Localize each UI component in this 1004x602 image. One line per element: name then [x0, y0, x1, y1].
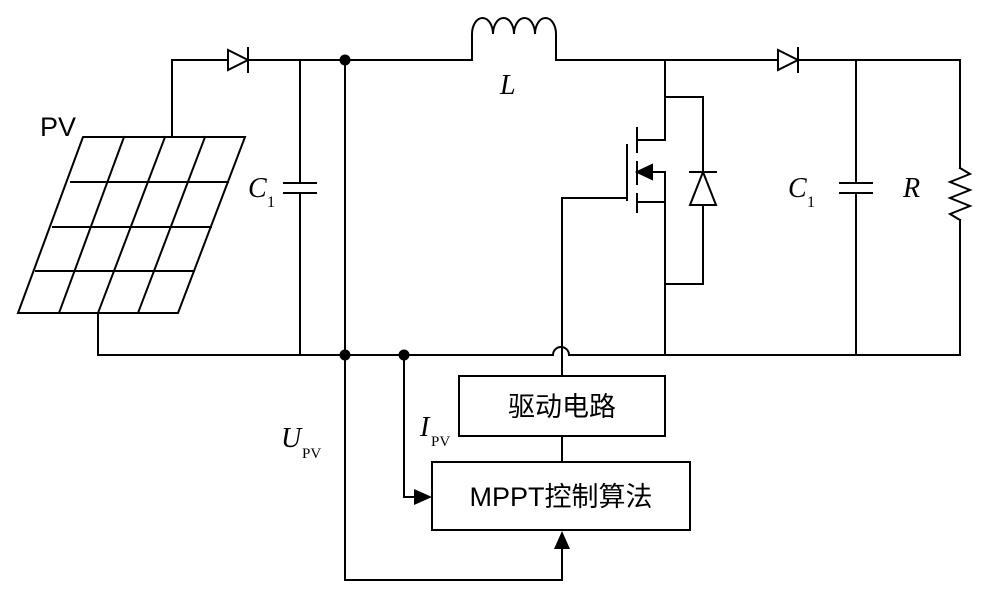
junction-dot-bottom-right — [398, 349, 410, 361]
pv-label: PV — [40, 112, 76, 142]
driver-block-label: 驱动电路 — [508, 392, 616, 422]
output-capacitor-label: C — [788, 173, 807, 204]
current-label-subscript: PV — [431, 434, 450, 450]
inductor-label: L — [499, 70, 516, 101]
mppt-block-label: MPPT控制算法 — [469, 482, 652, 512]
input-capacitor-icon — [283, 59, 317, 356]
mppt-block — [431, 461, 691, 531]
voltage-label: U — [281, 423, 303, 454]
current-sense-arrow-icon — [414, 489, 432, 505]
output-capacitor-icon — [839, 59, 873, 356]
input-diode-icon — [227, 47, 251, 73]
bottom-rail — [97, 346, 961, 356]
voltage-sense-arrow-icon — [554, 531, 570, 549]
junction-dot-top — [339, 54, 351, 66]
junction-dot-bottom-left — [339, 349, 351, 361]
resistor-label: R — [902, 173, 920, 204]
output-capacitor-subscript: 1 — [807, 194, 815, 211]
body-diode-icon — [664, 96, 718, 285]
voltage-label-subscript: PV — [302, 446, 321, 462]
input-capacitor-subscript: 1 — [267, 194, 275, 211]
current-label: I — [419, 412, 431, 443]
pv-panel-icon — [16, 135, 247, 315]
mosfet-switch-icon — [626, 59, 666, 356]
input-capacitor-label: C — [248, 173, 267, 204]
resistor-icon — [947, 59, 973, 356]
output-diode-icon — [777, 47, 801, 73]
inductor-icon — [471, 17, 557, 61]
